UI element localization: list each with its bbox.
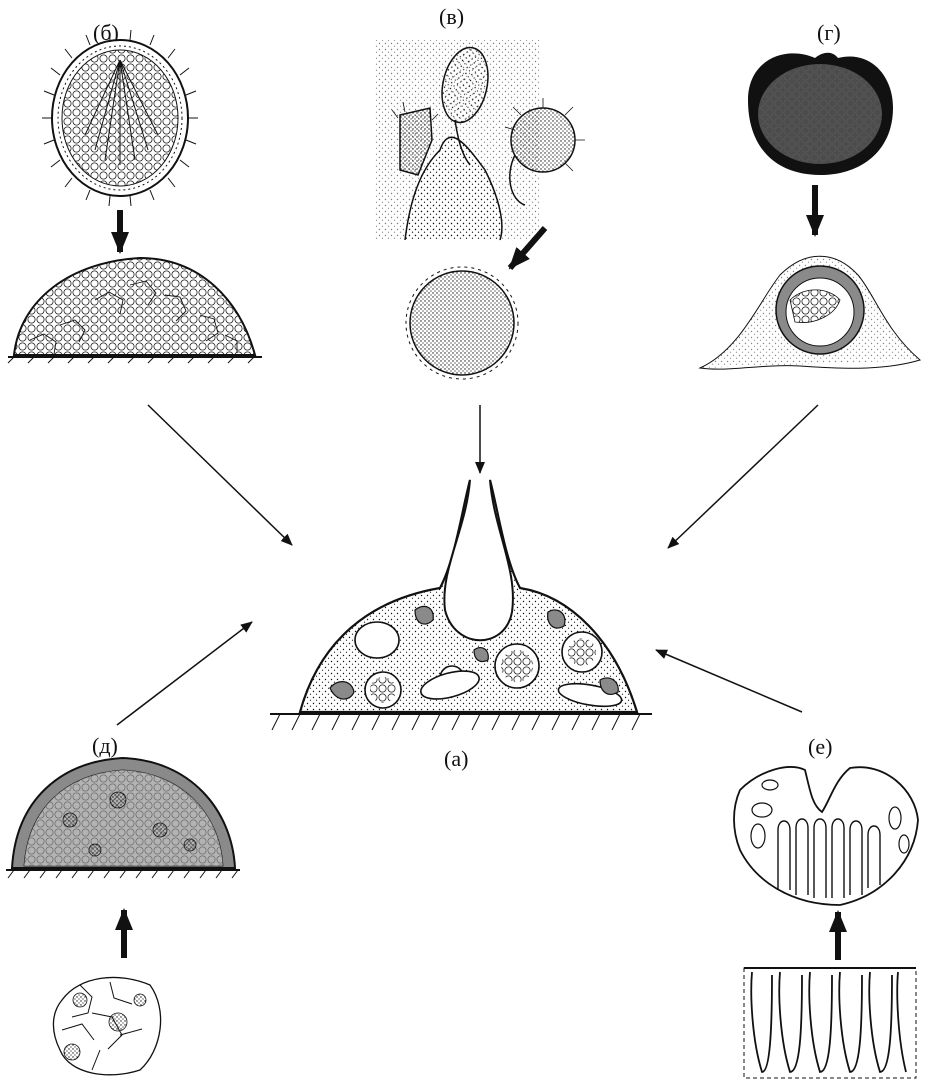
arrow-e-to-a <box>656 650 802 712</box>
panel-d-cell-mass-illustration <box>6 758 240 878</box>
panel-e-folded-layer-illustration <box>734 767 918 905</box>
panel-b-larva-illustration <box>42 30 198 206</box>
panel-v-gemmule-illustration <box>375 40 585 240</box>
arrow-g-to-a <box>668 405 818 548</box>
panel-v-sphere-illustration <box>406 267 518 379</box>
panel-g-germinating-illustration <box>700 256 920 369</box>
arrow-d-to-a <box>117 622 252 725</box>
arrow-b-to-a <box>148 405 292 545</box>
panel-a-sponge-illustration <box>270 480 652 730</box>
panel-e-epithelium-illustration <box>744 968 916 1078</box>
panel-b-cell-mass-illustration <box>8 258 262 363</box>
panel-d-cell-cluster-illustration <box>53 977 160 1074</box>
panel-g-gemmule-illustration <box>748 53 893 175</box>
